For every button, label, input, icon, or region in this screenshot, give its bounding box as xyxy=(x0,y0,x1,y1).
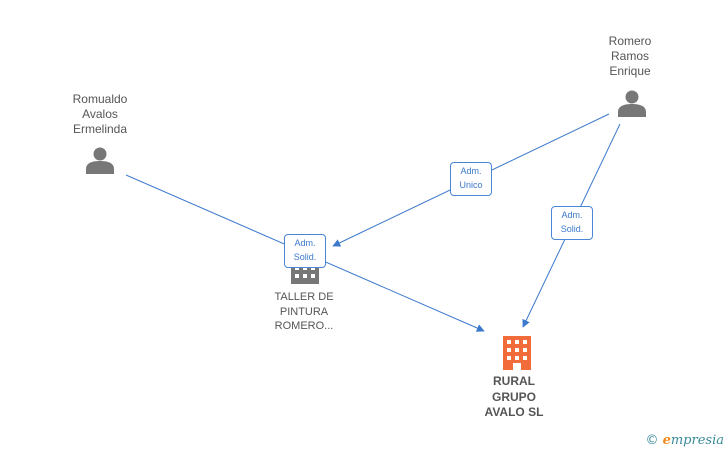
copyright-icon: © xyxy=(645,433,659,448)
edge-label-romero-rural: Adm. Solid. xyxy=(551,206,593,240)
empresia-logo: © empresia xyxy=(645,433,724,448)
brand-initial: e xyxy=(662,433,671,448)
node-label-taller[interactable]: TALLER DE PINTURA ROMERO... xyxy=(274,291,334,332)
node-label-rural[interactable]: RURAL GRUPO AVALO SL xyxy=(484,374,544,419)
node-label-romualdo[interactable]: Romualdo Avalos Ermelinda xyxy=(72,92,128,136)
brand-rest: mpresia xyxy=(670,433,724,448)
edge-label-romualdo-rural: Adm. Solid. xyxy=(284,234,326,268)
building-icon-main[interactable] xyxy=(503,336,531,370)
person-icon[interactable] xyxy=(618,90,646,118)
person-icon[interactable] xyxy=(86,147,114,175)
node-label-romero[interactable]: Romero Ramos Enrique xyxy=(608,34,652,78)
edge-label-romero-taller: Adm. Unico xyxy=(450,162,492,196)
